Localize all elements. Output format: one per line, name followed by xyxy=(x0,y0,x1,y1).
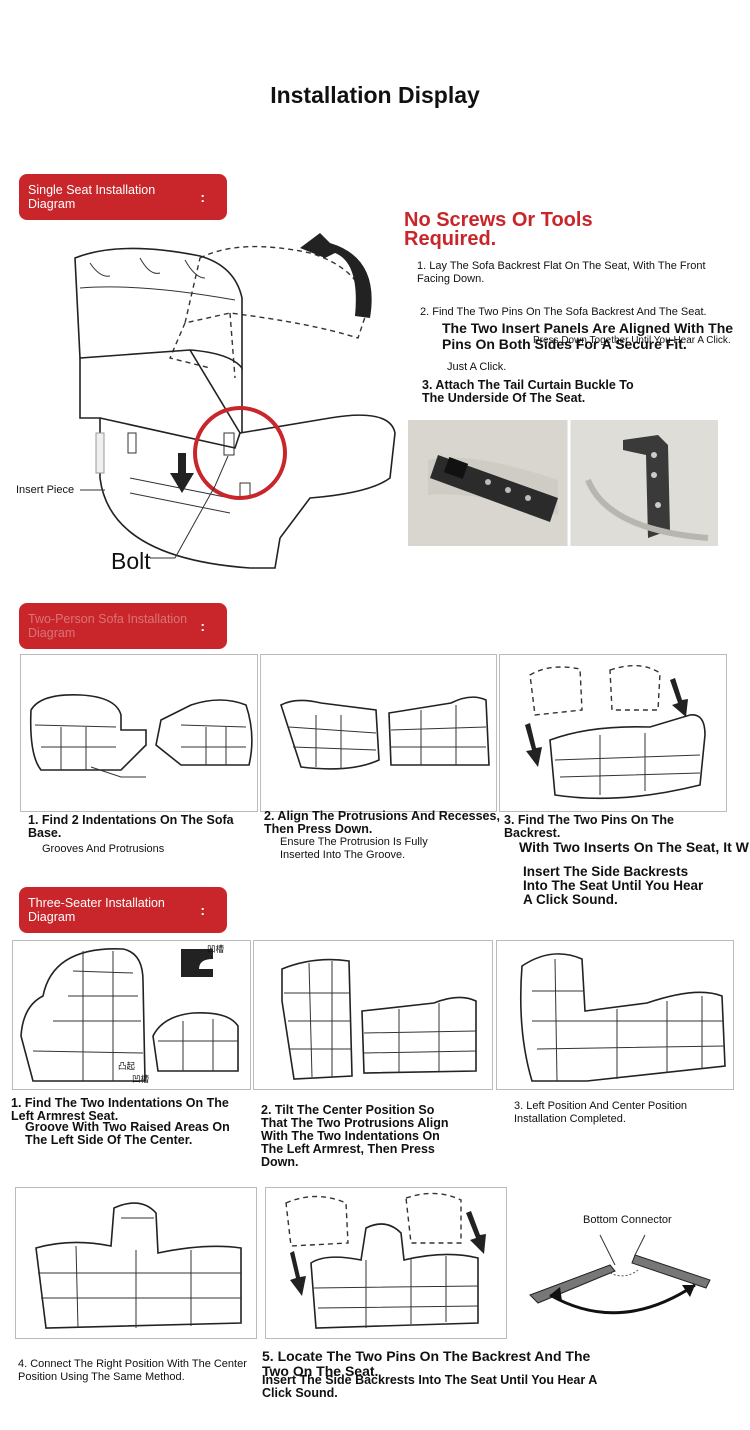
two-step-1b: Grooves And Protrusions xyxy=(42,843,165,855)
two-step-1-illustration xyxy=(29,693,253,778)
single-seat-header-pill: Single Seat Installation Diagram : xyxy=(19,174,227,220)
three-step-1-illustration xyxy=(20,948,239,1082)
two-step-2-illustration xyxy=(280,696,490,770)
bump-label: 凸起 xyxy=(118,1061,136,1071)
two-seat-header-label: Two-Person Sofa Installation Diagram xyxy=(28,612,188,640)
single-step-2c: Press Down Together Until You Hear A Cli… xyxy=(533,335,731,346)
two-step-3c: Insert The Side Backrests Into The Seat … xyxy=(523,864,704,907)
two-step-2b: Ensure The Protrusion Is Fully Inserted … xyxy=(280,836,428,861)
single-step-2b: The Two Insert Panels Are Aligned With T… xyxy=(442,320,734,352)
three-step-4-panel xyxy=(15,1187,257,1339)
three-step-2-illustration xyxy=(281,958,477,1080)
header-colon: : xyxy=(200,902,205,918)
single-seat-diagram xyxy=(74,233,396,569)
two-step-3b: With Two Inserts On The Seat, It W xyxy=(519,839,749,855)
three-step-4-illustration xyxy=(35,1202,242,1329)
three-seat-header-pill: Three-Seater Installation Diagram : xyxy=(19,887,227,933)
three-step-1: 1. Find The Two Indentations On The Left… xyxy=(11,1096,229,1123)
bolt-label: Bolt xyxy=(111,548,151,574)
three-step-5: 5. Locate The Two Pins On The Backrest A… xyxy=(262,1348,591,1379)
three-step-5-panel xyxy=(265,1187,507,1339)
groove-label: 凹槽 xyxy=(207,944,225,954)
bottom-connector-illustration xyxy=(529,1234,711,1315)
three-step-3-illustration xyxy=(519,953,726,1082)
three-step-4: 4. Connect The Right Position With The C… xyxy=(18,1358,247,1383)
two-seat-header-pill: Two-Person Sofa Installation Diagram : xyxy=(19,603,227,649)
single-step-1: 1. Lay The Sofa Backrest Flat On The Sea… xyxy=(417,260,706,285)
header-colon: : xyxy=(200,618,205,634)
insert-piece-label: Insert Piece xyxy=(16,484,75,496)
three-seat-header-label: Three-Seater Installation Diagram xyxy=(28,896,165,924)
two-step-3-illustration xyxy=(525,665,706,800)
three-step-5-illustration xyxy=(285,1192,486,1329)
single-step-3: 3. Attach The Tail Curtain Buckle To The… xyxy=(422,378,634,405)
three-step-3: 3. Left Position And Center Position Ins… xyxy=(514,1100,688,1125)
header-colon: : xyxy=(200,189,205,205)
two-step-3: 3. Find The Two Pins On The Backrest. xyxy=(504,813,674,840)
three-step-1-panel xyxy=(12,940,251,1090)
two-step-2: 2. Align The Protrusions And Recesses, T… xyxy=(264,809,500,836)
single-step-2: 2. Find The Two Pins On The Sofa Backres… xyxy=(420,306,707,318)
single-seat-header-label: Single Seat Installation Diagram xyxy=(28,183,156,211)
bracket-photo xyxy=(408,420,718,546)
two-step-1: 1. Find 2 Indentations On The Sofa Base. xyxy=(28,813,234,840)
groove-label-2: 凹槽 xyxy=(132,1074,150,1084)
three-step-1b: Groove With Two Raised Areas On The Left… xyxy=(25,1120,230,1147)
single-step-2d: Just A Click. xyxy=(447,361,507,373)
three-step-5b: Insert The Side Backrests Into The Seat … xyxy=(262,1373,597,1400)
page-title: Installation Display xyxy=(270,82,480,108)
two-step-3-panel xyxy=(499,654,727,812)
three-step-3-panel xyxy=(496,940,734,1090)
three-step-2-panel xyxy=(253,940,493,1090)
two-step-1-panel xyxy=(20,654,258,812)
two-step-2-panel xyxy=(260,654,497,812)
no-tools-heading: No Screws Or Tools Required. xyxy=(404,209,593,250)
bottom-connector-label: Bottom Connector xyxy=(583,1214,672,1226)
three-step-2: 2. Tilt The Center Position So That The … xyxy=(261,1103,449,1169)
